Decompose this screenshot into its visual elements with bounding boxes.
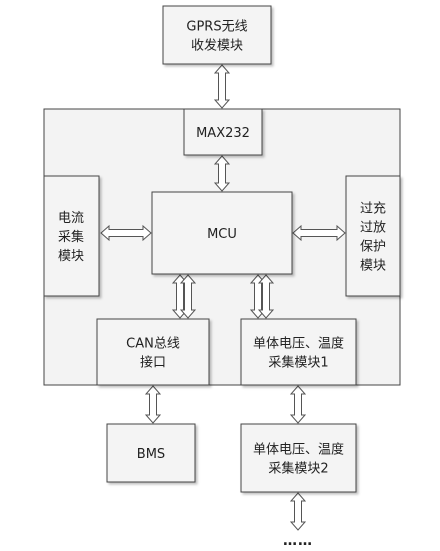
arrow-current-mcu — [100, 224, 152, 242]
arrow-mcu-cell1-b — [257, 274, 275, 319]
can-box — [96, 318, 210, 386]
protect-box — [345, 175, 401, 297]
protect-label-line-4: 模块 — [360, 259, 386, 274]
can-label-line-1: CAN总线 — [126, 337, 180, 352]
gprs-box — [162, 5, 272, 65]
bms-box — [106, 423, 196, 483]
arrow-can-bms — [144, 385, 162, 424]
arrow-gprs-max232 — [213, 64, 231, 109]
current-label-line-2: 采集 — [58, 229, 84, 245]
mcu-label-line-1: MCU — [207, 227, 237, 242]
gprs-label-line-2: 收发模块 — [191, 38, 243, 54]
max232-block: MAX232 — [183, 108, 263, 156]
connectors — [100, 64, 346, 531]
current-label-line-3: 模块 — [58, 249, 84, 264]
arrow-max232-mcu — [213, 155, 231, 192]
arrow-cell1-cell2 — [289, 385, 307, 424]
protect-label-line-3: 保护 — [360, 240, 386, 255]
mcu-box — [151, 191, 293, 275]
cell2-box — [240, 423, 357, 493]
cell1-label-line-1: 单体电压、温度 — [253, 336, 344, 352]
gprs-label-line-1: GPRS无线 — [186, 20, 247, 35]
cell1-label-line-2: 采集模块1 — [268, 355, 328, 371]
max232-label-line-1: MAX232 — [196, 126, 250, 141]
bms-block: BMS — [106, 423, 196, 483]
bms-label-line-1: BMS — [137, 447, 165, 462]
arrow-cell2-next — [289, 492, 307, 531]
mcu-block: MCU — [151, 191, 293, 275]
max232-box — [183, 108, 263, 156]
cell2-label-line-2: 采集模块2 — [268, 461, 328, 477]
cell1-box — [240, 318, 357, 386]
current-box — [43, 175, 100, 297]
current-label-line-1: 电流 — [58, 211, 84, 226]
protect-label-line-1: 过充 — [360, 201, 386, 217]
arrow-mcu-protect — [292, 224, 346, 242]
arrow-mcu-can-b — [179, 274, 197, 319]
protect-label-line-2: 过放 — [360, 221, 386, 236]
ellipsis-text: …… — [283, 533, 313, 549]
can-label-line-2: 接口 — [140, 355, 166, 371]
cell2-label-line-1: 单体电压、温度 — [253, 442, 344, 458]
